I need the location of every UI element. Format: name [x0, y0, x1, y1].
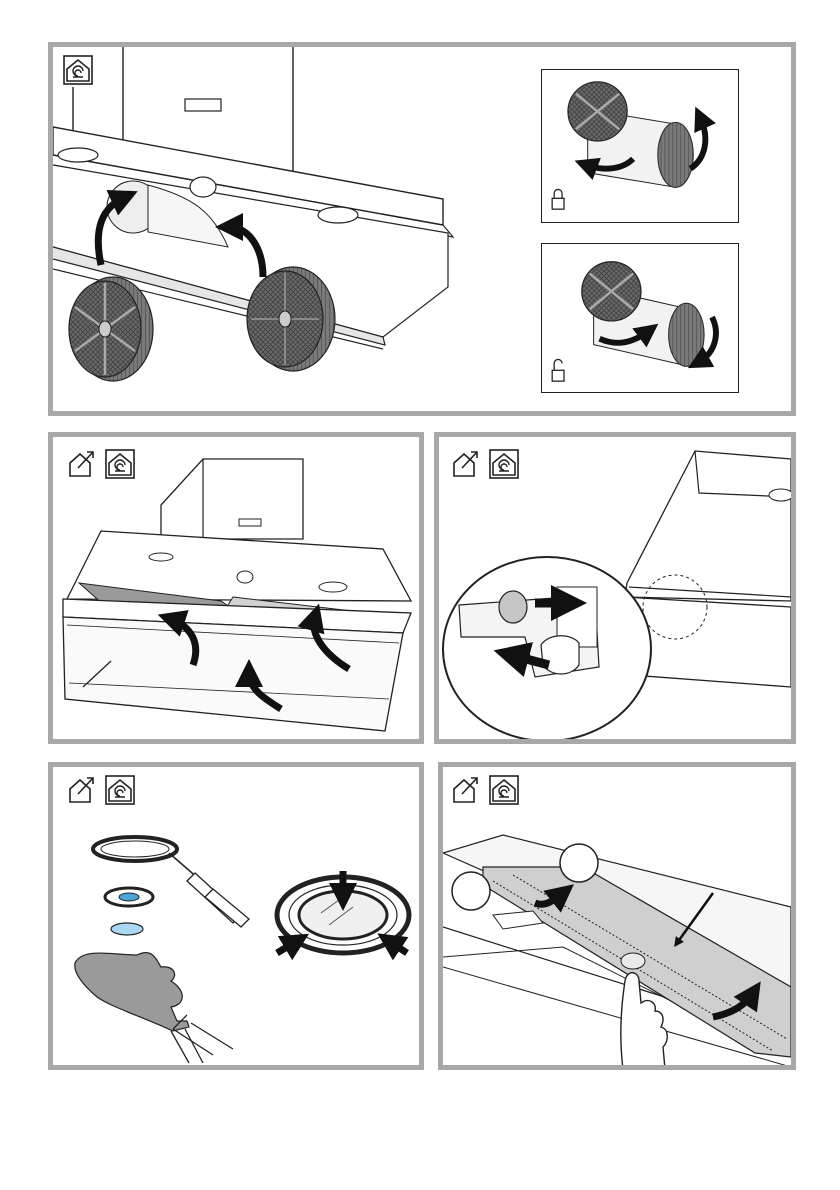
latch-illustration — [439, 437, 791, 739]
inset-unlocked-rotation — [541, 243, 739, 393]
recirculation-icon — [106, 776, 134, 804]
step-circle-1 — [452, 872, 490, 910]
recirculation-icon — [490, 450, 518, 478]
panel-remove-light-strip — [438, 762, 796, 1070]
recirculation-icon — [106, 450, 134, 478]
padlock-open-icon — [552, 359, 564, 381]
panel-release-latch — [434, 432, 796, 744]
panel-replace-lamp — [48, 762, 424, 1070]
extraction-icon — [70, 452, 93, 476]
padlock-closed-icon — [552, 189, 564, 209]
extraction-icon — [70, 778, 93, 802]
panel-fit-carbon-filters — [48, 42, 796, 416]
lamp-illustration — [53, 767, 419, 1065]
extraction-icon — [454, 778, 477, 802]
inset-locked-rotation — [541, 69, 739, 223]
grease-filter-illustration — [53, 437, 419, 739]
step-circle-2 — [560, 844, 598, 882]
extraction-icon — [454, 452, 477, 476]
panel-lower-grease-filters — [48, 432, 424, 744]
recirculation-icon — [490, 776, 518, 804]
recirculation-icon — [64, 56, 92, 84]
light-strip-illustration — [443, 767, 791, 1065]
